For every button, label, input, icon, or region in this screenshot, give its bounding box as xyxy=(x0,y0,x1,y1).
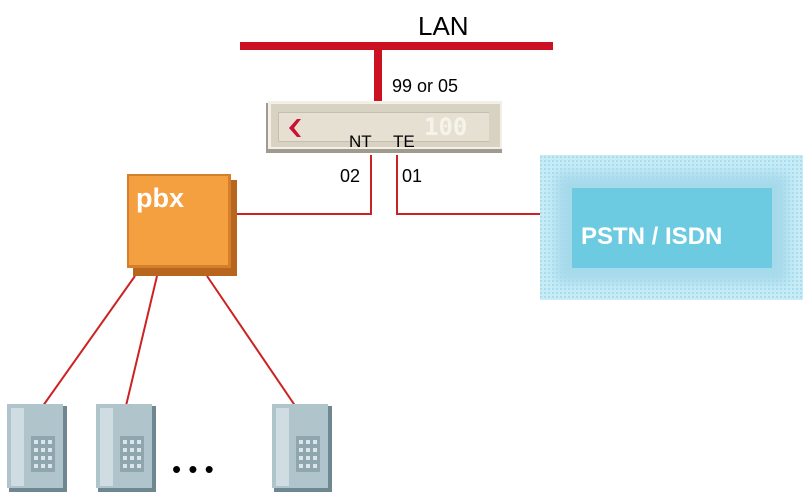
lan-bus xyxy=(240,42,553,101)
pbx-box xyxy=(127,174,237,276)
phone-lines xyxy=(39,275,299,411)
te-label: TE xyxy=(393,132,415,151)
te-link xyxy=(396,155,545,215)
te-port-number: 01 xyxy=(402,166,422,186)
uplink-port-label: 99 or 05 xyxy=(392,76,458,96)
pstn-cloud xyxy=(540,155,803,300)
phone-icon xyxy=(7,404,67,492)
phone-icon xyxy=(96,404,156,492)
phone-icon xyxy=(272,404,332,492)
router-device: 100 NT TE xyxy=(266,101,502,153)
nt-label: NT xyxy=(349,132,372,151)
lan-label: LAN xyxy=(418,11,469,41)
nt-port-number: 02 xyxy=(340,166,360,186)
pbx-label: pbx xyxy=(136,183,184,213)
pstn-label: PSTN / ISDN xyxy=(581,223,722,250)
nt-link xyxy=(230,155,372,215)
device-display: 100 xyxy=(424,113,467,141)
chevron-left-icon xyxy=(289,119,301,137)
phones-ellipsis: • • • xyxy=(172,454,214,484)
